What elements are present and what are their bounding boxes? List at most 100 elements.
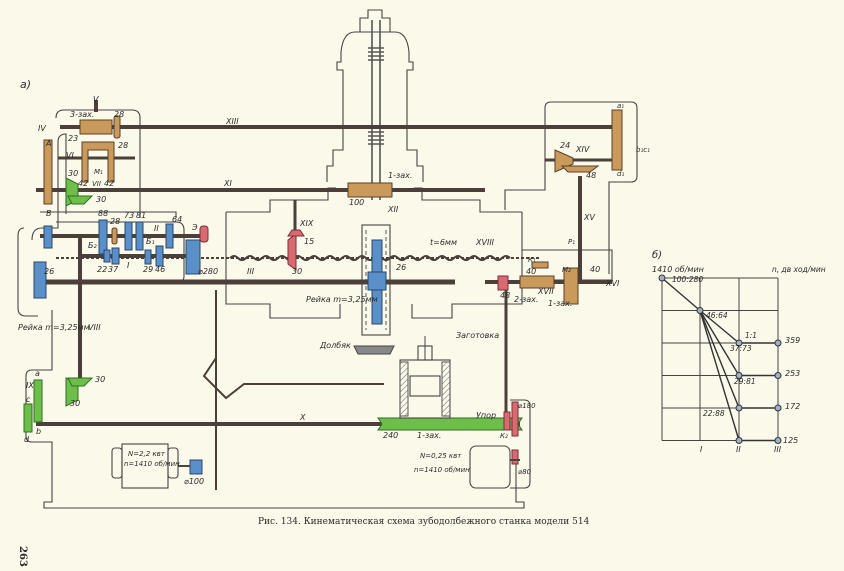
- label-d100: ⌀100: [184, 477, 204, 486]
- labels-panel-a: а) V IV 3-зах. 28 23 28 А В VI М₁ 42 VII…: [18, 78, 650, 486]
- label-pitch: t=6мм: [430, 238, 457, 247]
- pulley-80: [511, 449, 519, 465]
- label-z100: 100: [349, 198, 364, 207]
- input-speed-label: 1410 об/мин: [652, 265, 704, 274]
- label-b: b: [36, 427, 41, 436]
- label-z40b: 40: [590, 265, 600, 274]
- label-XVII: XVII: [537, 287, 554, 296]
- gear-a1-d1: [611, 109, 623, 171]
- gear-K2: [503, 411, 511, 431]
- label-IX: IX: [26, 381, 34, 390]
- gear-48-red: [497, 275, 509, 291]
- gear-48-bevel: [560, 165, 600, 173]
- label-cutter: Долбяк: [319, 341, 351, 350]
- label-workpiece: Заготовка: [456, 331, 499, 340]
- label-M2: М₂: [562, 266, 571, 274]
- node-II-3: [735, 437, 743, 444]
- label-z26b: 26: [396, 263, 406, 272]
- gear-M2-40: [563, 267, 579, 305]
- label-z28a: 28: [114, 110, 124, 119]
- ratio-29-81: 29:81: [734, 377, 756, 386]
- gear-64: [165, 223, 174, 249]
- graph-grid: [661, 277, 779, 441]
- label-K1: К₁: [528, 256, 536, 264]
- output-172: 172: [785, 402, 800, 411]
- node-II-2: [735, 404, 743, 412]
- label-z24: 24: [560, 141, 570, 150]
- ray-I-to-II-2: [699, 310, 740, 409]
- ratio-22-88: 22:88: [703, 409, 725, 418]
- label-XI: XI: [223, 179, 232, 188]
- label-II: II: [154, 224, 159, 233]
- label-1-start-bottom: 1-зах.: [417, 431, 441, 440]
- label-a1: a₁: [617, 102, 624, 110]
- gear-left-upper: [43, 225, 53, 249]
- label-K2: К₂: [500, 432, 508, 440]
- label-III: III: [247, 267, 255, 276]
- graph-nodes: [658, 274, 782, 444]
- output-253: 253: [785, 369, 800, 378]
- gear-88: [98, 219, 108, 255]
- label-z42a: 42: [78, 179, 88, 188]
- label-c: c: [26, 395, 31, 404]
- ray-I-to-II-0: [699, 309, 740, 344]
- gear-26-left: [33, 261, 47, 299]
- output-speed-title: n, дв ход/мин: [772, 265, 826, 274]
- label-z30a: 30: [68, 169, 78, 178]
- label-M1: М₁: [94, 168, 103, 176]
- blue-gears: [33, 219, 387, 475]
- axis-II: II: [736, 445, 741, 454]
- gear-15-bevel: [287, 229, 305, 237]
- gear-26-center: [367, 271, 387, 291]
- label-d280: ⌀280: [198, 267, 218, 276]
- node-III-3: [774, 437, 782, 444]
- label-z26a: 26: [44, 267, 54, 276]
- label-z30d: 30: [70, 399, 80, 408]
- label-XVIII: XVIII: [475, 238, 495, 247]
- gear-30-bevel-top-b: [67, 195, 94, 205]
- label-z48b: 48: [500, 291, 510, 300]
- gear-bevel-VII: [81, 141, 115, 183]
- gear-c-d: [23, 403, 33, 433]
- label-z30c: 30: [95, 375, 105, 384]
- label-2-start: 2-зах.: [514, 295, 538, 304]
- ratio-37-73: 37:73: [730, 344, 752, 353]
- panel-b-label: б): [652, 249, 662, 261]
- speed-graph: б) 1410 об/мин n, дв ход/мин 100:280 46:…: [652, 249, 826, 454]
- page-number: 263: [17, 546, 28, 567]
- label-z29: 29: [143, 265, 153, 274]
- label-rack-left: Рейка m=3,25мм: [18, 323, 90, 332]
- gear-100: [347, 182, 393, 198]
- gear-30-bevel-XIX: [287, 233, 297, 271]
- node-I: [696, 307, 704, 314]
- label-z37: 37: [108, 265, 119, 274]
- work-table: [353, 336, 451, 419]
- label-z30e: 30: [292, 267, 302, 276]
- label-XII: XII: [387, 205, 399, 214]
- orange-gears: [43, 109, 623, 305]
- label-IV: IV: [38, 124, 46, 133]
- ray-I-to-II-3: [699, 310, 740, 441]
- label-P1: Р₁: [568, 238, 575, 246]
- label-motor-main-speed: n=1410 об/мин: [124, 460, 180, 468]
- gear-37: [111, 247, 120, 265]
- node-II-1: [735, 372, 743, 379]
- label-motor-aux-power: N=0,25 квт: [420, 452, 462, 460]
- axis-III: III: [774, 445, 782, 454]
- label-z48a: 48: [586, 171, 596, 180]
- worm-thread: [229, 255, 511, 261]
- label-stop: Упор: [476, 411, 496, 420]
- graph-rays: [661, 277, 778, 442]
- label-z88: 88: [98, 209, 108, 218]
- linkage-lever: [202, 357, 384, 400]
- gear-24-bevel: [554, 149, 574, 173]
- figure-caption: Рис. 134. Кинематическая схема зубодолбе…: [258, 516, 590, 527]
- label-E: Э: [191, 223, 198, 232]
- pulley-180: [511, 401, 519, 437]
- label-z28b: 28: [118, 141, 128, 150]
- gear-K1: [531, 261, 549, 269]
- ray-input-to-I: [661, 277, 701, 312]
- label-X: X: [299, 413, 306, 422]
- label-z81: 81: [136, 211, 146, 220]
- gear-28-top: [113, 115, 121, 139]
